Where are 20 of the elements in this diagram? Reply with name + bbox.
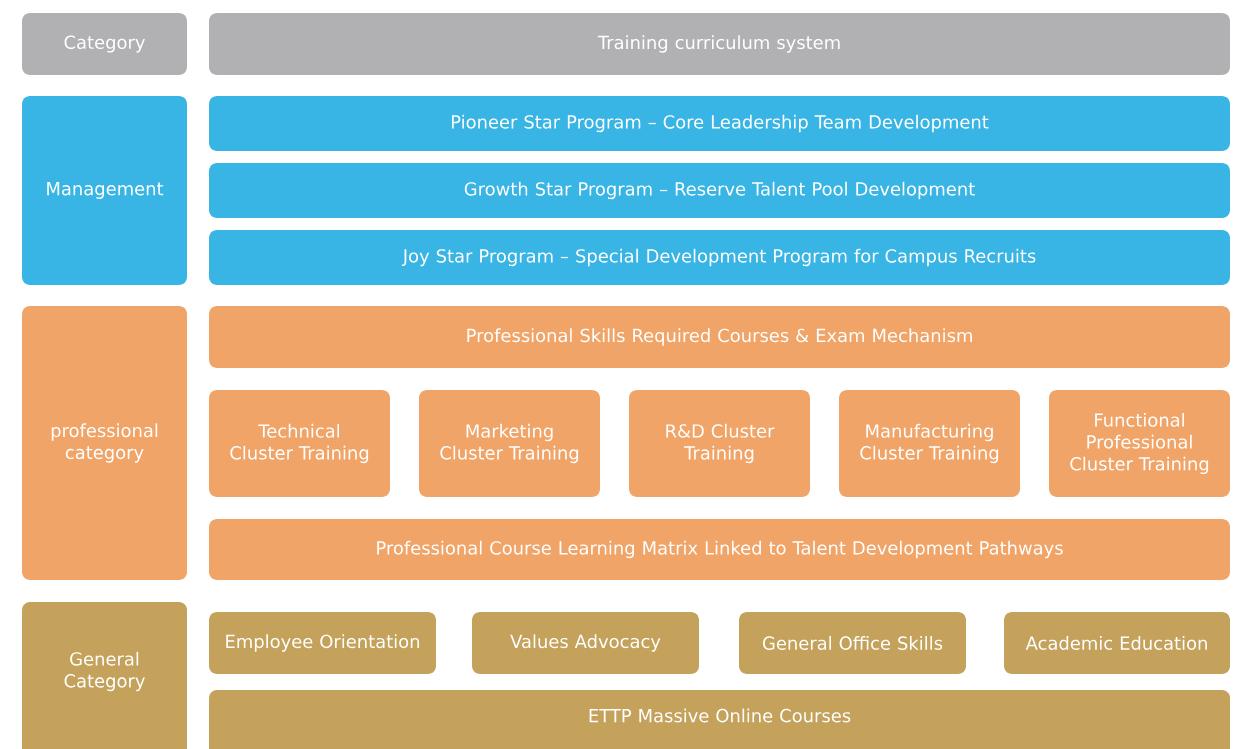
course-box: General Office Skills bbox=[739, 612, 966, 674]
cluster-box: Marketing Cluster Training bbox=[419, 390, 600, 497]
program-bar: Professional Course Learning Matrix Linked to Talent Development Pathways bbox=[209, 519, 1230, 580]
course-box: Academic Education bbox=[1004, 612, 1230, 674]
category-box: General Category bbox=[22, 602, 187, 749]
category-box: Management bbox=[22, 96, 187, 285]
category-box: professional category bbox=[22, 306, 187, 580]
cluster-box: Manufacturing Cluster Training bbox=[839, 390, 1020, 497]
program-bar: Pioneer Star Program – Core Leadership Team Development bbox=[209, 96, 1230, 151]
cluster-box: Technical Cluster Training bbox=[209, 390, 390, 497]
column-header: Training curriculum system bbox=[209, 13, 1230, 75]
category-header: Category bbox=[22, 13, 187, 75]
program-bar: Professional Skills Required Courses & Exam Mechanism bbox=[209, 306, 1230, 368]
cluster-box: Functional Professional Cluster Training bbox=[1049, 390, 1230, 497]
program-bar: Growth Star Program – Reserve Talent Pool Development bbox=[209, 163, 1230, 218]
cluster-box: R&D Cluster Training bbox=[629, 390, 810, 497]
course-box: Employee Orientation bbox=[209, 612, 436, 674]
course-box: Values Advocacy bbox=[472, 612, 699, 674]
program-bar: ETTP Massive Online Courses bbox=[209, 690, 1230, 749]
program-bar: Joy Star Program – Special Development Program for Campus Recruits bbox=[209, 230, 1230, 285]
